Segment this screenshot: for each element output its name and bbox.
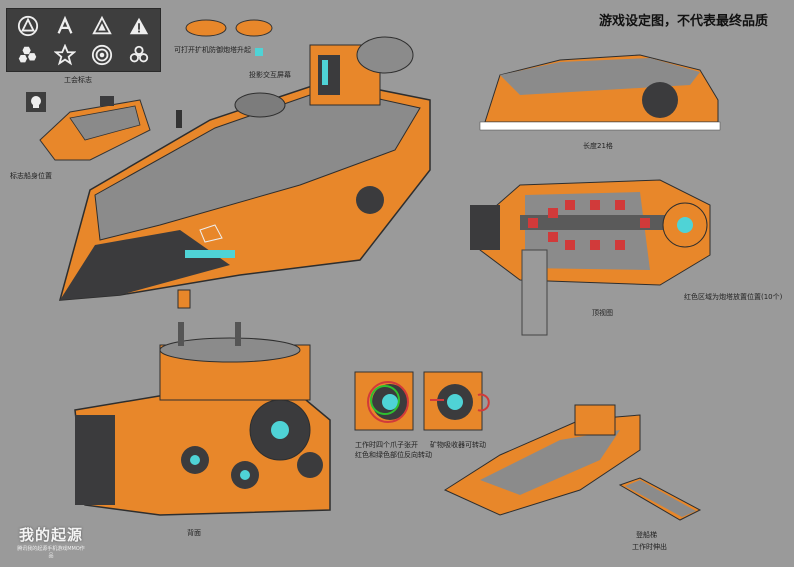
label-ladder-1: 登船梯 (636, 531, 657, 539)
label-hull-emblem: 标志船身位置 (10, 172, 52, 180)
page-title: 游戏设定图，不代表最终品质 (598, 14, 768, 29)
label-projection: 投影交互屏幕 (249, 71, 291, 79)
star-knot-icon (47, 41, 82, 68)
ship-with-ladder (443, 404, 702, 521)
label-rotate-desc-1: 工作时四个爪子张开 (355, 441, 418, 449)
label-length: 长度21格 (583, 142, 613, 150)
hexagon-cluster-icon (10, 41, 45, 68)
label-mineral-intake: 矿物吸收器可转动 (430, 441, 486, 449)
label-rotate-desc-2: 红色和绿色部位反向转动 (355, 451, 432, 459)
game-logo: 我的起源 腾讯我的起源手机游戏MMO作品 (16, 524, 86, 560)
spiral-icon (47, 12, 82, 39)
logo-main-text: 我的起源 (18, 526, 83, 544)
emblem-panel (6, 8, 161, 72)
small-ship-side (39, 96, 151, 161)
label-ladder-2: 工作时伸出 (632, 543, 667, 551)
emblem-caption: 工会标志 (64, 76, 92, 84)
ship-back-view (74, 322, 331, 516)
triangle-outline-icon (85, 12, 120, 39)
skull-badge-icon (26, 92, 46, 112)
intake-detail-thumbnails (354, 371, 490, 431)
ship-side-view (479, 54, 721, 131)
warning-triangle-icon (122, 12, 157, 39)
label-back-view: 背面 (187, 529, 201, 537)
biohazard-icon (122, 41, 157, 68)
ship-top-view (470, 179, 711, 336)
label-top-view: 顶视图 (592, 309, 613, 317)
label-red-zone: 红色区域为炮塔放置位置(10个) (684, 293, 783, 301)
triangle-a-icon (10, 12, 45, 39)
turret-sketches (176, 19, 273, 128)
label-turret-raise: 可打开扩机防御炮塔升起 (174, 46, 251, 54)
logo-sub-text: 腾讯我的起源手机游戏MMO作品 (17, 546, 85, 559)
main-ship-isometric (58, 36, 431, 309)
target-eye-icon (85, 41, 120, 68)
